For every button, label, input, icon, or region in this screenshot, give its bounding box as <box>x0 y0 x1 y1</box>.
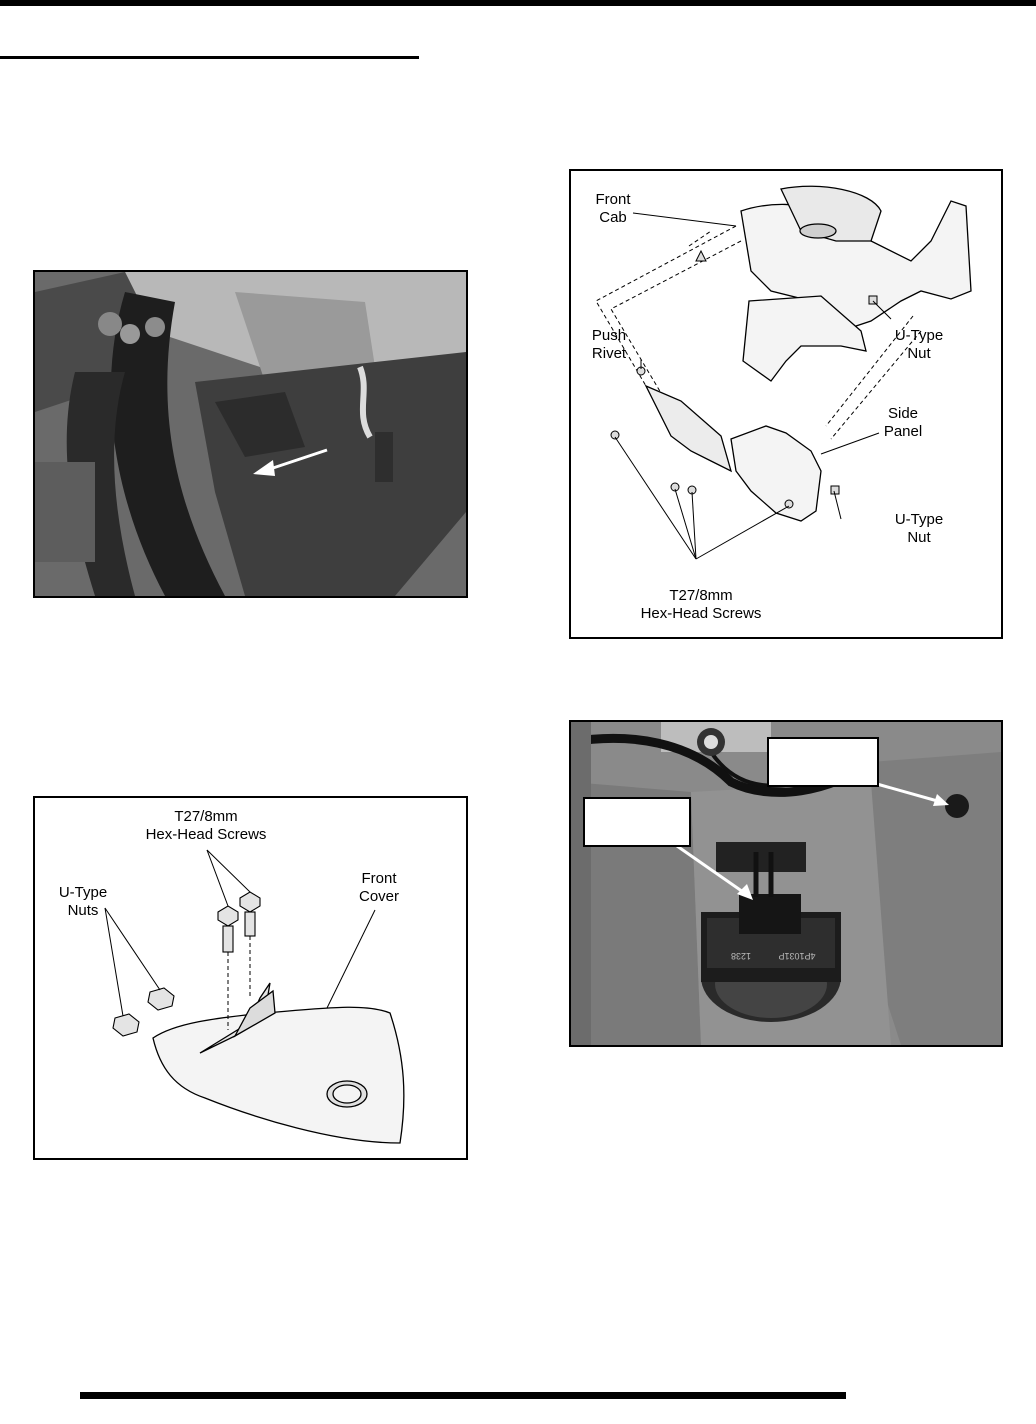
footer-rule <box>80 1392 846 1399</box>
header-rule <box>0 56 419 59</box>
callout-box-left <box>583 797 691 847</box>
front-cab-drawing <box>595 185 972 560</box>
front-cover-drawing <box>104 849 405 1144</box>
label-hex-head-screws: T27/8mm Hex-Head Screws <box>640 587 762 622</box>
connector-photo-image <box>571 722 1001 1045</box>
connector-code: 1238 <box>730 951 752 961</box>
front-cover-diagram: T27/8mm Hex-Head Screws U-Type Nuts Fron… <box>33 796 468 1160</box>
label-u-type-nuts: U-Type Nuts <box>58 884 108 919</box>
label-front-cover: Front Cover <box>358 870 399 905</box>
connector-photo: 4P1031P 1238 <box>569 720 1003 1047</box>
front-cab-diagram: Front Cab Push Rivet U-Type Nut Side Pan… <box>569 169 1003 639</box>
label-front-cab: Front Cab <box>595 191 631 226</box>
callout-box-right <box>767 737 879 787</box>
label-hex-head-screws: T27/8mm Hex-Head Screws <box>145 808 267 843</box>
label-u-type-nut-top: U-Type Nut <box>894 327 944 362</box>
label-side-panel: Side Panel <box>883 405 923 440</box>
latch-photo-image <box>35 272 466 596</box>
top-rule <box>0 0 1036 6</box>
label-push-rivet: Push Rivet <box>591 327 627 362</box>
latch-photo <box>33 270 468 598</box>
label-u-type-nut-bottom: U-Type Nut <box>894 511 944 546</box>
connector-part-number: 4P1031P <box>778 951 816 961</box>
